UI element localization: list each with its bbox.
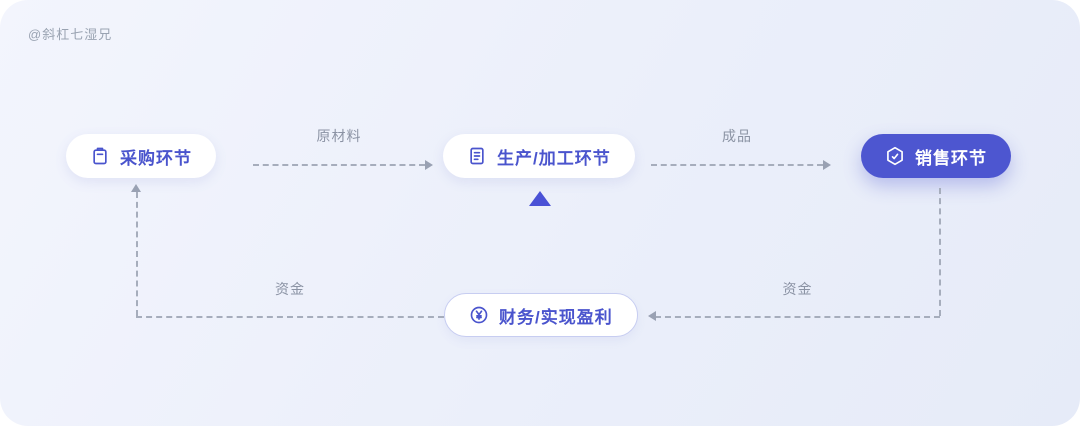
arrowhead-right-icon [425, 160, 433, 170]
edge-raw-materials-line [253, 164, 425, 166]
arrowhead-up-icon [131, 184, 141, 192]
node-sales: 销售环节 [861, 134, 1011, 178]
watermark: @斜杠七湿兄 [28, 27, 113, 42]
edge-funds-sales-label: 资金 [782, 281, 813, 297]
edge-funds-sales-vline [939, 188, 941, 316]
edge-funds-finance-hline [136, 316, 444, 318]
hexagon-icon [885, 146, 905, 166]
arrowhead-right-icon [823, 160, 831, 170]
node-production-label: 生产/加工环节 [497, 148, 611, 168]
up-triangle-pointer [529, 191, 551, 206]
edge-funds-finance-label: 资金 [275, 281, 305, 297]
clipboard-icon [90, 146, 110, 166]
edge-funds-finance-vline [136, 192, 138, 316]
node-production: 生产/加工环节 [443, 134, 635, 178]
yen-circle-icon [469, 305, 489, 325]
edge-raw-materials-label: 原材料 [316, 128, 362, 144]
edge-funds-sales-hline [655, 316, 940, 318]
document-icon [467, 146, 487, 166]
edge-finished-goods-line [651, 164, 823, 166]
node-sales-label: 销售环节 [915, 148, 987, 168]
edge-finished-goods-label: 成品 [722, 128, 752, 144]
node-procurement-label: 采购环节 [120, 148, 192, 168]
node-finance-label: 财务/实现盈利 [499, 307, 613, 327]
node-finance: 财务/实现盈利 [444, 293, 638, 337]
arrowhead-left-icon [648, 311, 656, 321]
node-procurement: 采购环节 [66, 134, 216, 178]
